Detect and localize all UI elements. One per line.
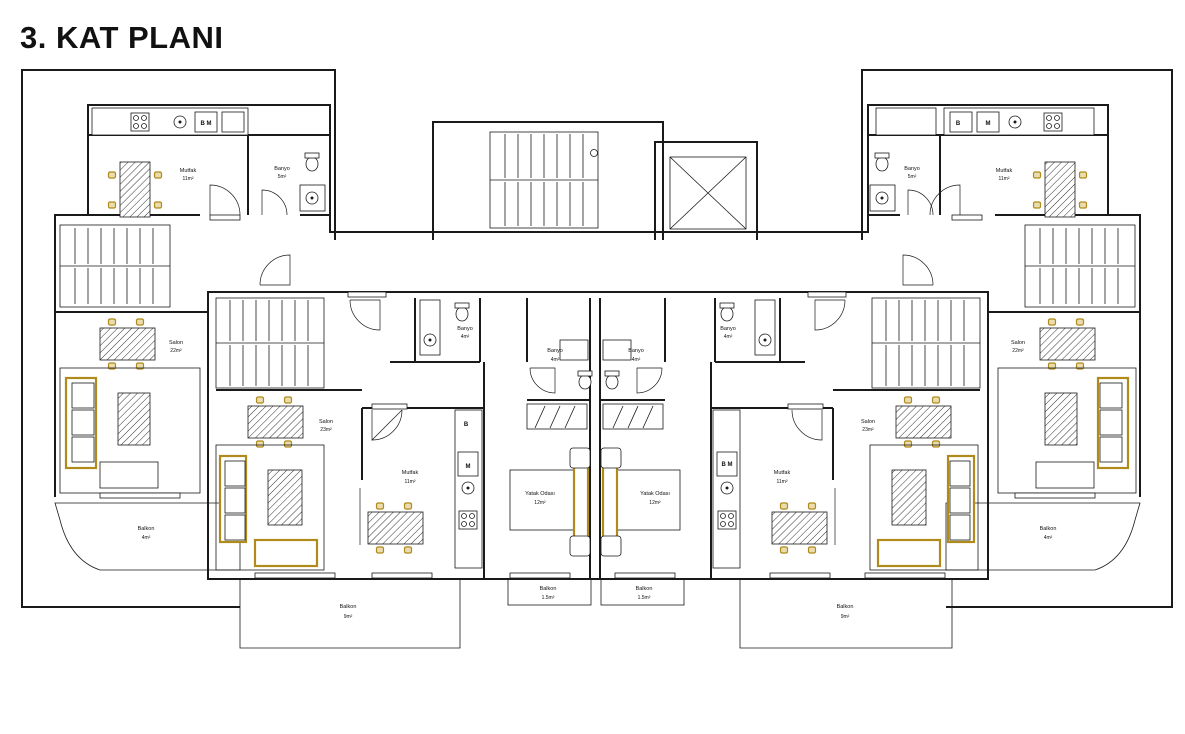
room-area: 5m² <box>908 174 917 180</box>
outer-walls <box>21 69 1173 649</box>
room-area: 9m² <box>344 614 353 620</box>
stair-icon <box>59 224 171 308</box>
room-name: Banyo <box>457 326 473 332</box>
elevator-icon <box>669 156 747 230</box>
room-name: Yatak Odası <box>525 491 555 497</box>
fixture-label: M <box>466 464 471 470</box>
room-area: 12m² <box>649 500 661 506</box>
room-area: 5m² <box>278 174 287 180</box>
room-area: 1.5m² <box>542 595 555 601</box>
room-name: Balkon <box>1040 526 1057 532</box>
room-name: Mutfak <box>180 168 197 174</box>
room-name: Banyo <box>547 348 563 354</box>
door-swing-icon <box>209 184 961 545</box>
fixture-label: B M <box>201 121 212 127</box>
room-area: 1.5m² <box>638 595 651 601</box>
room-area: 22m² <box>1012 348 1024 354</box>
sofa-icon <box>59 367 1137 571</box>
stair-icon <box>215 297 325 389</box>
room-name: Salon <box>169 340 183 346</box>
fixture-label: B M <box>722 462 733 468</box>
room-area: 22m² <box>170 348 182 354</box>
room-area: 11m² <box>776 479 787 485</box>
room-area: 9m² <box>841 614 850 620</box>
room-name: Banyo <box>904 166 920 172</box>
room-name: Salon <box>319 419 333 425</box>
stair-icon <box>871 297 981 389</box>
wardrobe <box>526 403 664 430</box>
kitchen-fixtures: B M B M B M B M <box>91 107 1095 569</box>
fixture-label: B <box>956 121 961 127</box>
page-title: 3. KAT PLANI <box>20 20 224 55</box>
room-area: 11m² <box>998 176 1009 182</box>
room-name: Mutfak <box>402 470 419 476</box>
room-name: Salon <box>861 419 875 425</box>
room-name: Salon <box>1011 340 1025 346</box>
room-area: 4m² <box>632 357 641 363</box>
room-area: 4m² <box>461 334 470 340</box>
room-name: Mutfak <box>996 168 1013 174</box>
room-area: 12m² <box>534 500 546 506</box>
room-area: 23m² <box>320 427 332 433</box>
room-name: Banyo <box>720 326 736 332</box>
room-area: 11m² <box>404 479 415 485</box>
fixture-label: B <box>464 422 469 428</box>
room-area: 11m² <box>182 176 193 182</box>
bed-icon <box>509 447 681 557</box>
windows <box>99 214 1096 579</box>
room-labels: Mutfak 11m² Banyo 5m² Salon 22m² Balkon … <box>138 166 1057 620</box>
room-name: Balkon <box>540 586 557 592</box>
room-area: 4m² <box>724 334 733 340</box>
room-area: 4m² <box>142 535 151 541</box>
stair-icon <box>489 131 599 229</box>
table-icon <box>99 161 1096 554</box>
room-name: Balkon <box>636 586 653 592</box>
room-name: Yatak Odası <box>640 491 670 497</box>
room-area: 23m² <box>862 427 874 433</box>
sink-icon <box>299 184 896 361</box>
room-name: Mutfak <box>774 470 791 476</box>
room-name: Banyo <box>274 166 290 172</box>
room-name: Balkon <box>340 604 357 610</box>
toilet-icon <box>304 152 890 390</box>
room-area: 4m² <box>551 357 560 363</box>
room-name: Balkon <box>837 604 854 610</box>
room-area: 4m² <box>1044 535 1053 541</box>
fixture-label: M <box>986 121 991 127</box>
room-name: Balkon <box>138 526 155 532</box>
stair-icon <box>1024 224 1136 308</box>
room-name: Banyo <box>628 348 644 354</box>
